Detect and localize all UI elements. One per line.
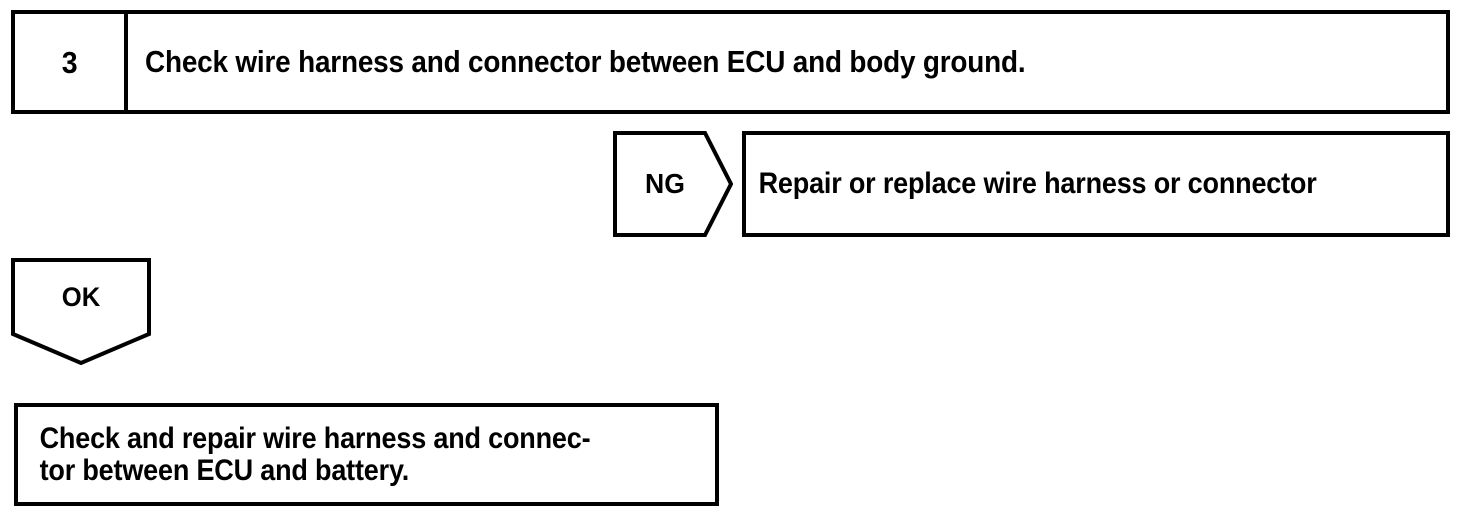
step-number-cell: 3 [15, 14, 128, 110]
ok-action-text: Check and repair wire harness and connec… [39, 421, 591, 487]
step-box: 3 Check wire harness and connector betwe… [11, 10, 1450, 114]
step-number: 3 [61, 44, 78, 80]
ng-branch-marker: NG [613, 131, 733, 237]
pentagon-down-icon [11, 258, 151, 365]
step-instruction: Check wire harness and connector between… [145, 44, 1026, 79]
ng-action-text: Repair or replace wire harness or connec… [758, 167, 1317, 200]
ok-label: OK [61, 281, 101, 312]
ng-action-box: Repair or replace wire harness or connec… [742, 131, 1450, 237]
ng-label: NG [645, 168, 685, 199]
ok-branch-marker: OK [11, 258, 151, 365]
ok-action-box: Check and repair wire harness and connec… [14, 403, 719, 506]
pentagon-right-icon [613, 131, 733, 237]
